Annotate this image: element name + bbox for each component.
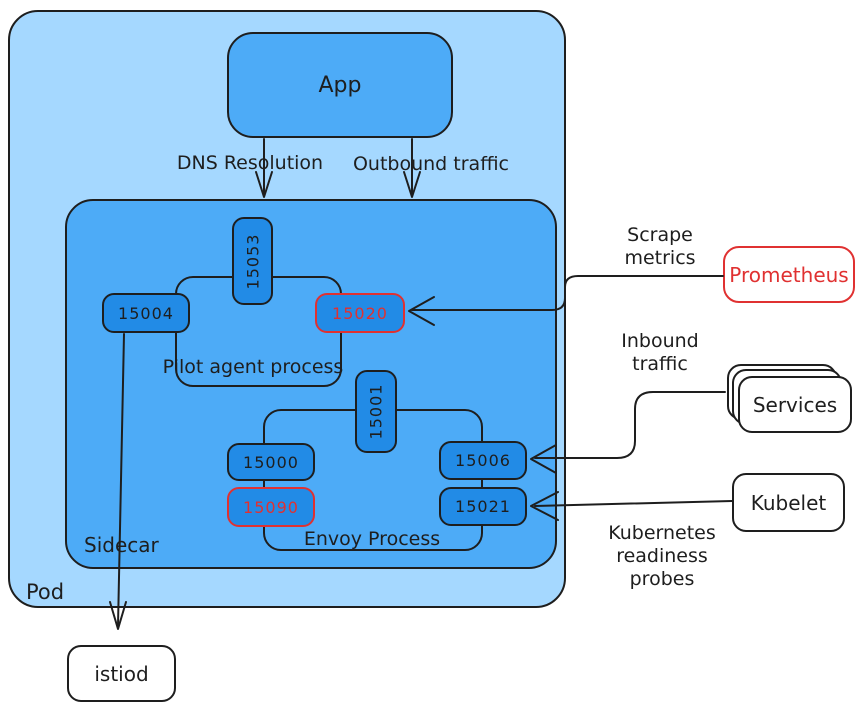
inbound-traffic-label: Inbound traffic (621, 330, 699, 376)
pilot-agent-label: Pilot agent process (162, 356, 344, 378)
port-15020: 15020 (315, 293, 405, 333)
dns-resolution-label: DNS Resolution (176, 152, 324, 174)
istiod-node: istiod (67, 645, 176, 702)
app-node: App (227, 32, 453, 138)
scrape-metrics-label: Scrape metrics (624, 224, 696, 270)
port-15004: 15004 (102, 293, 190, 333)
outbound-traffic-label: Outbound traffic (352, 153, 510, 175)
port-15090: 15090 (227, 487, 315, 527)
port-15053: 15053 (232, 217, 273, 305)
port-15001: 15001 (355, 370, 397, 453)
services-node: Services (738, 376, 852, 433)
app-label: App (318, 72, 362, 98)
port-15006: 15006 (439, 441, 527, 480)
port-15021: 15021 (439, 487, 527, 526)
kubelet-node: Kubelet (732, 473, 845, 532)
readiness-probes-label: Kubernetes readiness probes (608, 522, 716, 591)
port-15000: 15000 (227, 443, 315, 481)
pod-label: Pod (26, 580, 65, 604)
sidecar-label: Sidecar (84, 533, 159, 557)
envoy-process-label: Envoy Process (303, 528, 441, 550)
prometheus-node: Prometheus (723, 246, 855, 303)
